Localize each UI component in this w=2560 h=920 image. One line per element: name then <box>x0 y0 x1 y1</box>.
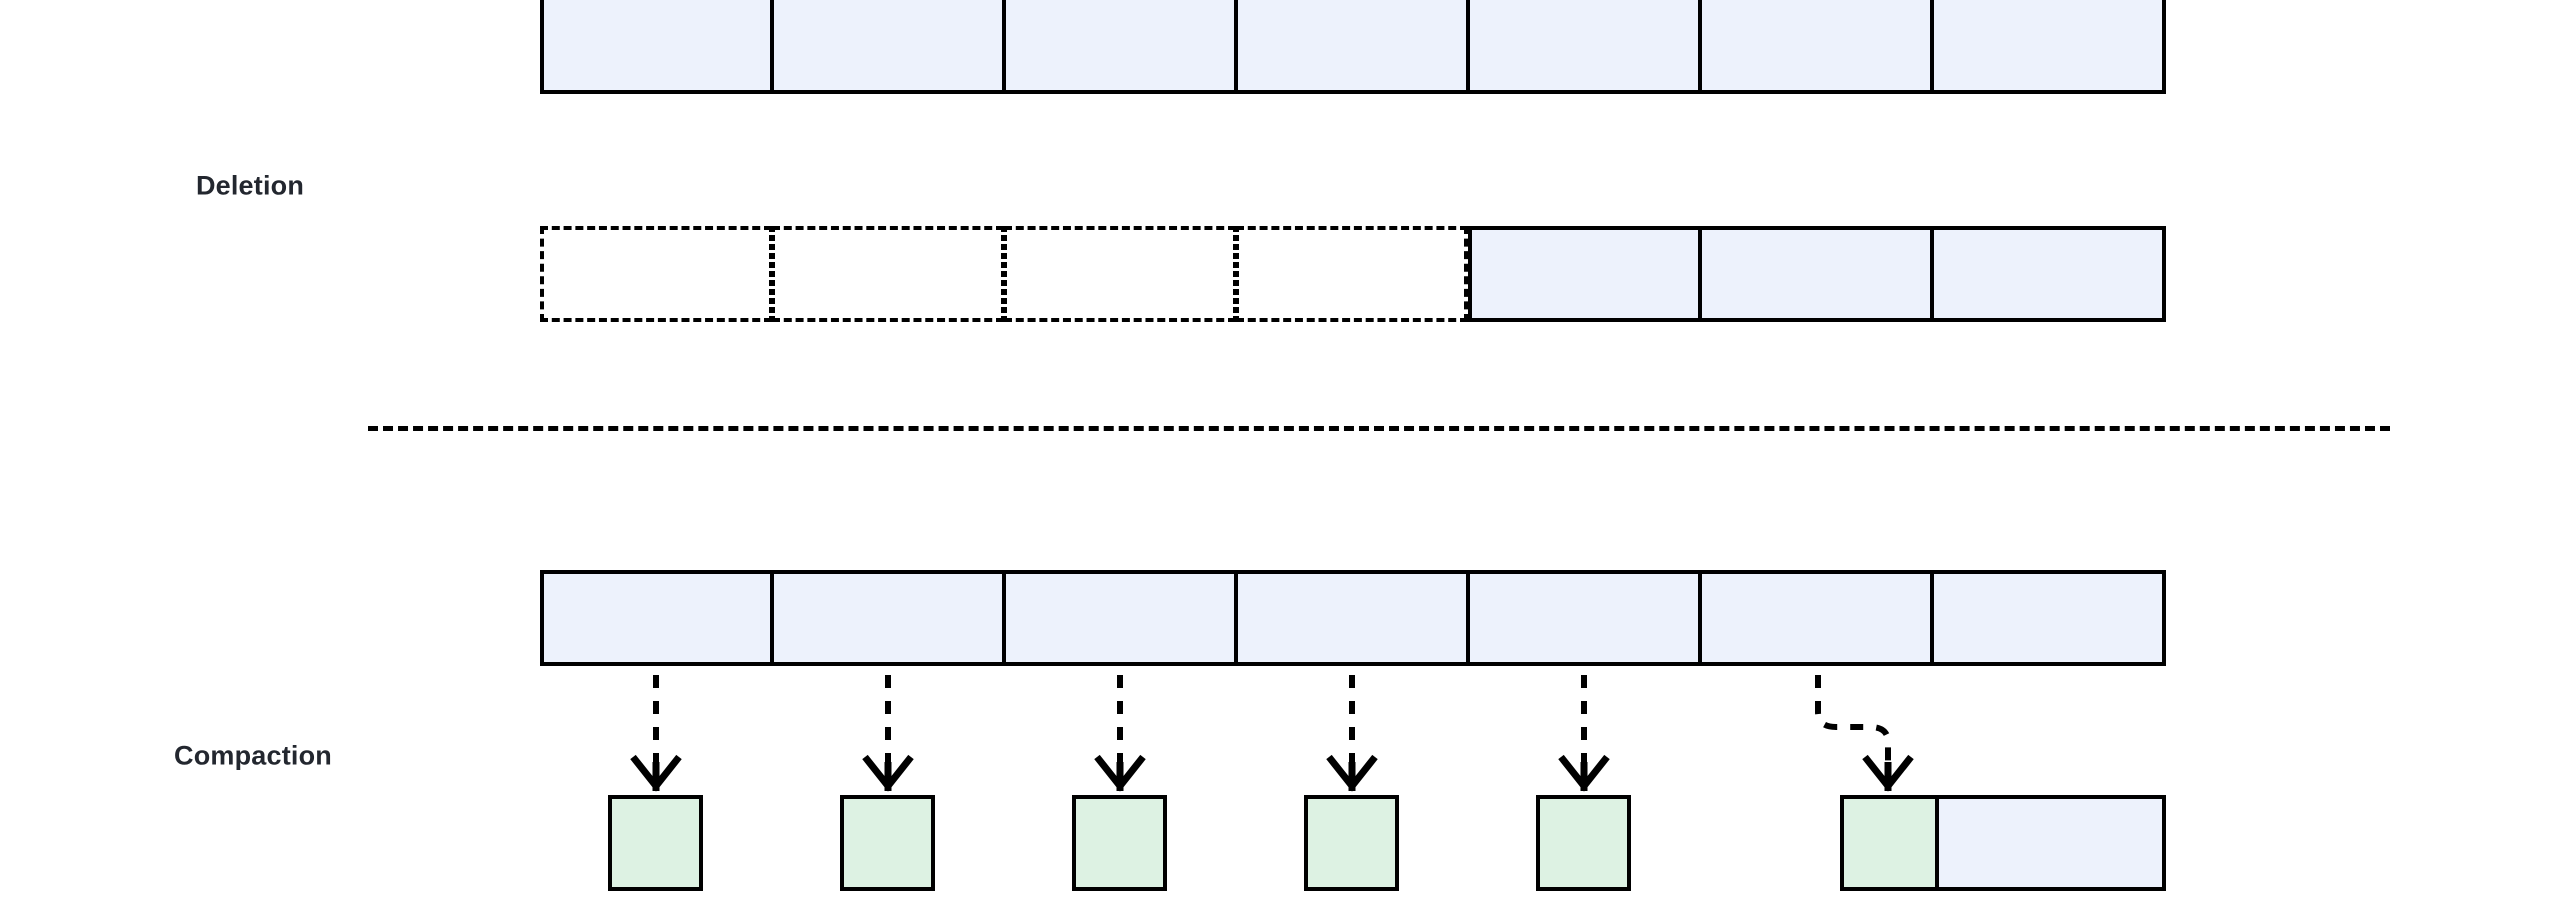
segment-cell[interactable] <box>1700 0 1932 94</box>
segment-cell[interactable] <box>772 0 1004 94</box>
segment-cell[interactable] <box>1236 0 1468 94</box>
compacted-cell[interactable] <box>1536 795 1631 891</box>
pre-compaction-segment-row <box>540 570 2166 666</box>
compacted-cell[interactable] <box>840 795 935 891</box>
segment-cell[interactable] <box>1468 0 1700 94</box>
compacted-cell[interactable] <box>1304 795 1399 891</box>
segment-cell[interactable] <box>1468 570 1700 666</box>
compaction-arrow-3 <box>1094 675 1146 792</box>
section-label-deletion: Deletion <box>195 170 305 201</box>
compacted-cell[interactable] <box>608 795 703 891</box>
segment-cell[interactable] <box>1468 226 1700 322</box>
segment-cell[interactable] <box>1700 570 1932 666</box>
deleted-segment-cell[interactable] <box>1236 226 1468 322</box>
segment-cell[interactable] <box>1700 226 1932 322</box>
section-label-compaction: Compaction <box>173 740 333 771</box>
post-deletion-segment-row <box>540 226 2166 322</box>
compacted-cell[interactable] <box>1072 795 1167 891</box>
compaction-arrow-1 <box>630 675 682 792</box>
segment-cell[interactable] <box>540 0 772 94</box>
section-divider <box>368 426 2390 431</box>
compaction-arrow-2 <box>862 675 914 792</box>
compacted-cell[interactable] <box>1844 799 1939 887</box>
compaction-arrow-4 <box>1326 675 1378 792</box>
segment-cell[interactable] <box>772 570 1004 666</box>
segment-cell[interactable] <box>540 570 772 666</box>
deleted-segment-cell[interactable] <box>1004 226 1236 322</box>
segment-cell[interactable] <box>1932 226 2166 322</box>
compacted-result-box <box>1840 795 2166 891</box>
deleted-segment-cell[interactable] <box>772 226 1004 322</box>
segment-cell[interactable] <box>1004 0 1236 94</box>
segment-cell[interactable] <box>1932 0 2166 94</box>
segment-cell[interactable] <box>1932 570 2166 666</box>
segment-cell[interactable] <box>1236 570 1468 666</box>
original-segment-row <box>540 0 2166 94</box>
deleted-segment-cell[interactable] <box>540 226 772 322</box>
compaction-arrow-5 <box>1558 675 1610 792</box>
segment-cell[interactable] <box>1004 570 1236 666</box>
free-space-cell[interactable] <box>1939 799 2162 887</box>
compaction-arrow-6-curved <box>1815 675 1914 792</box>
